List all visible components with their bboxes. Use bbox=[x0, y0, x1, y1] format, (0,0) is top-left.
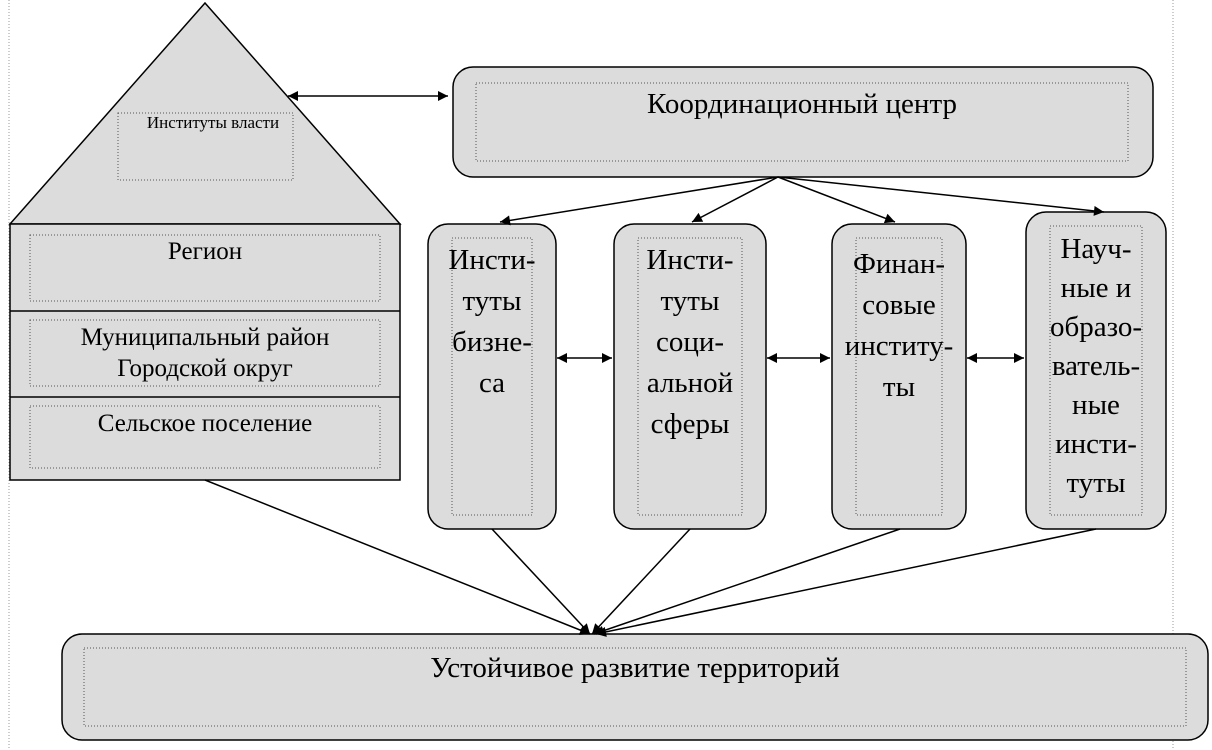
financial-institutions-label: Финан- совые институ- ты bbox=[844, 248, 954, 403]
science-frame bbox=[1049, 225, 1143, 516]
arrow-coord-business bbox=[499, 176, 779, 226]
sustainable-development-box bbox=[61, 633, 1209, 741]
government-levels-box bbox=[9, 223, 401, 481]
rural-settlement-label: Сельское поселение bbox=[97, 410, 313, 437]
sustainable-development-label: Устойчивое развитие территорий bbox=[430, 652, 840, 684]
arrow-business-sustainable bbox=[491, 528, 591, 635]
arrow-finance-sustainable bbox=[593, 528, 901, 636]
arrow-coord-finance bbox=[777, 176, 896, 224]
arrow-coord-science bbox=[777, 176, 1105, 216]
power-institutions-label: Институты власти bbox=[146, 113, 280, 132]
science-education-institutions-label: Науч- ные и образо- ватель- ные инсти- т… bbox=[1049, 233, 1143, 499]
business-institutions-label: Инсти- туты бизне- са bbox=[448, 244, 536, 399]
power-label-frame bbox=[117, 112, 294, 181]
sustainable-development-frame bbox=[83, 647, 1187, 727]
coordination-center-box bbox=[452, 66, 1154, 178]
arrow-coord-social bbox=[691, 176, 779, 223]
municipal-frame bbox=[29, 319, 381, 387]
region-label: Регион bbox=[167, 238, 243, 265]
arrow-social-sustainable bbox=[591, 528, 691, 635]
social-frame bbox=[637, 237, 743, 516]
business-frame bbox=[451, 237, 533, 516]
arrow-levels-sustainable bbox=[204, 479, 591, 635]
finance-frame bbox=[855, 237, 943, 516]
region-frame bbox=[29, 234, 381, 302]
rural-frame bbox=[29, 405, 381, 469]
municipal-label: Муниципальный район Городской округ bbox=[80, 324, 330, 382]
coordination-center-label: Координационный центр bbox=[647, 88, 957, 120]
coordination-center-frame bbox=[475, 82, 1129, 162]
social-institutions-label: Инсти- туты соци- альной сферы bbox=[646, 244, 734, 440]
arrow-science-sustainable bbox=[595, 528, 1097, 637]
